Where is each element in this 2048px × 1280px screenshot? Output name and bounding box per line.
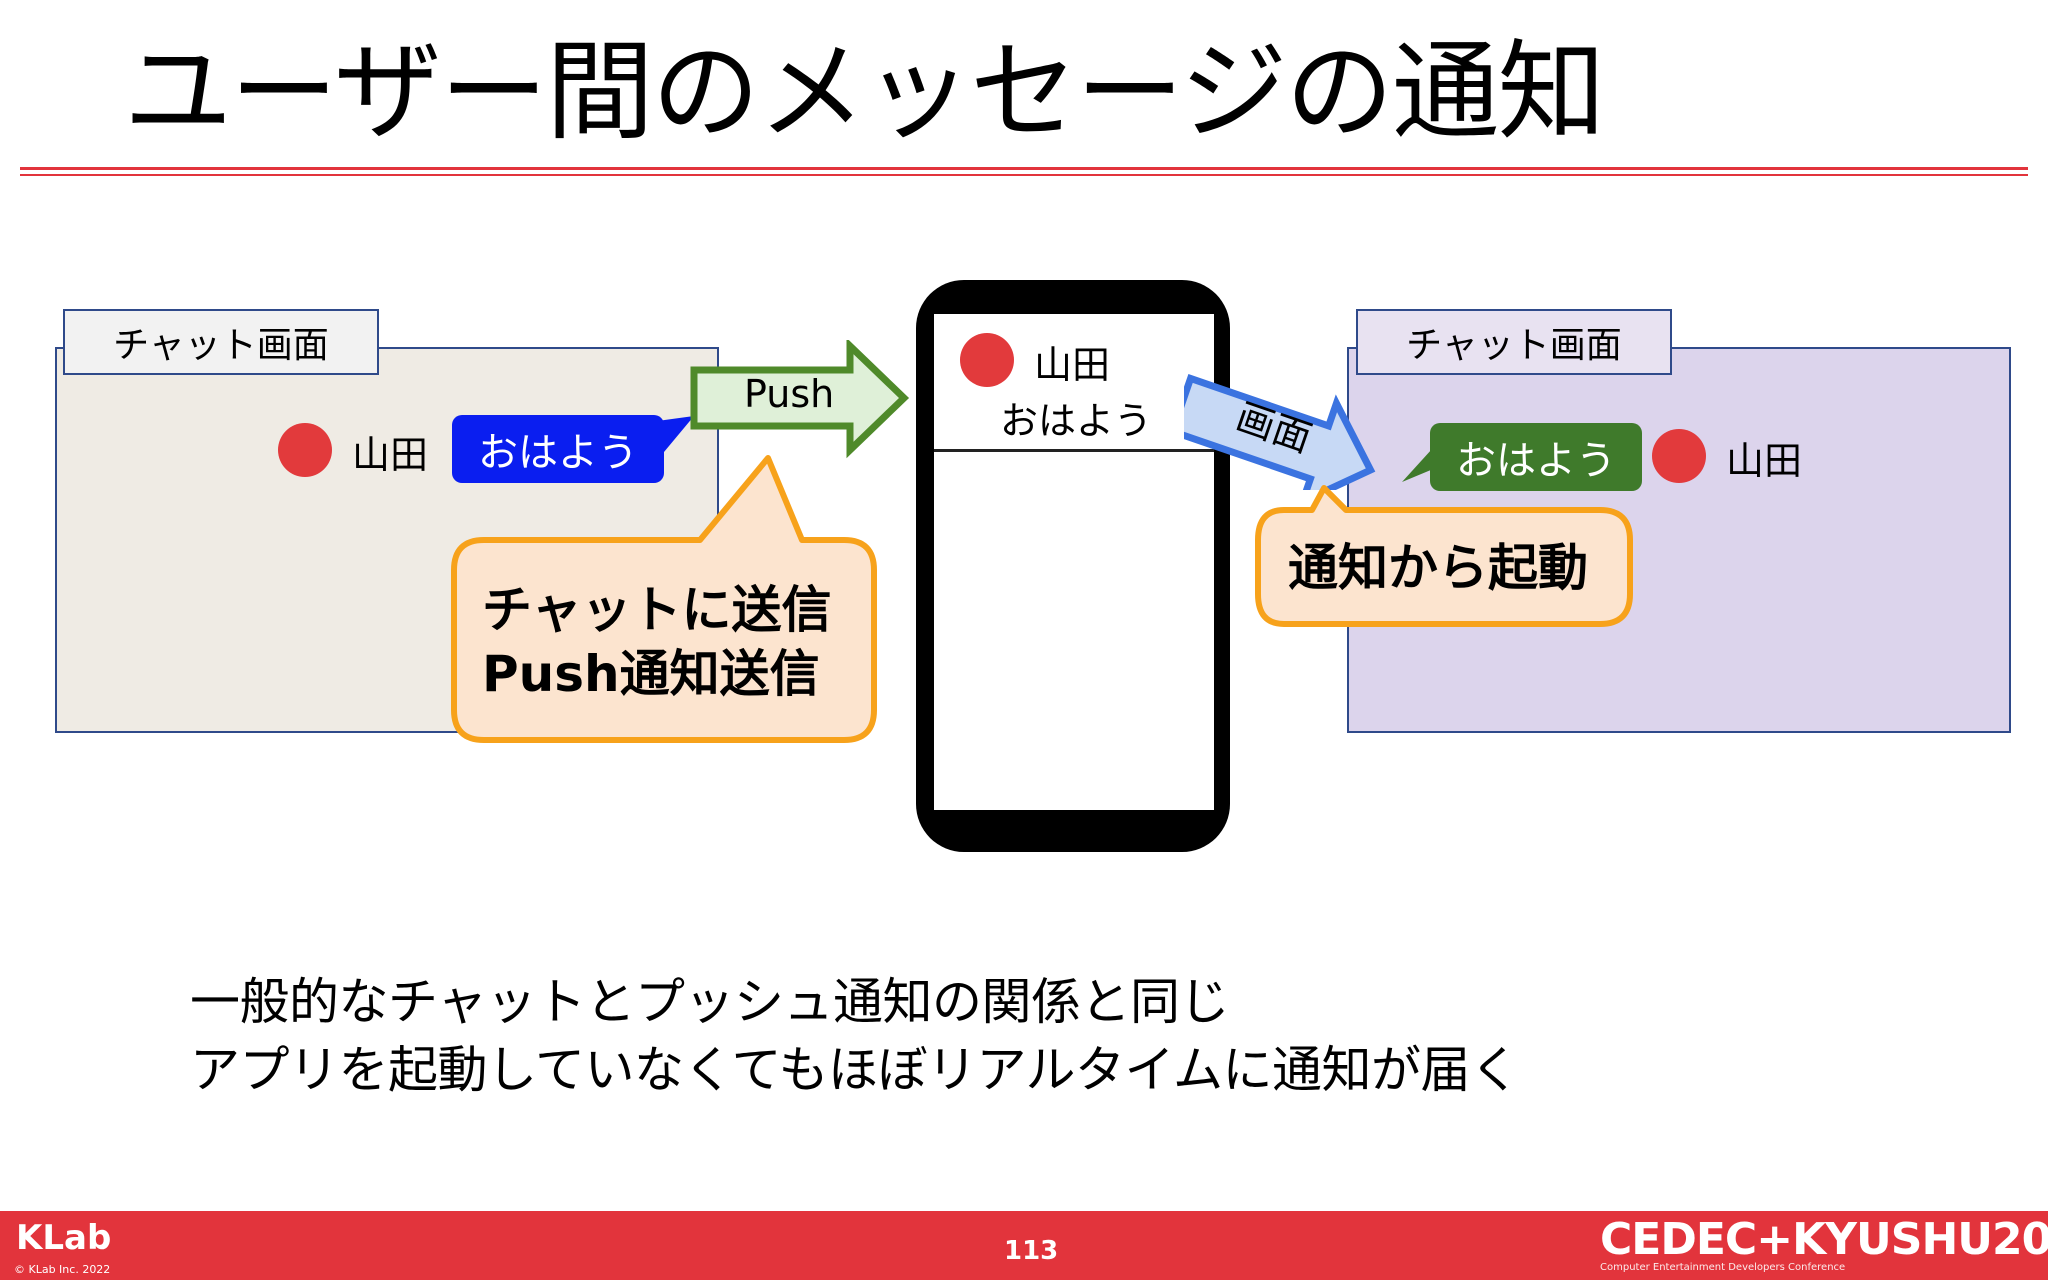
sender-callout-shape <box>451 455 877 743</box>
receiver-callout-text: 通知から起動 <box>1288 539 1588 597</box>
title-rule-bottom <box>20 174 2028 176</box>
receiver-user-name: 山田 <box>1726 439 1803 483</box>
slide-title: ユーザー間のメッセージの通知 <box>124 30 1606 155</box>
body-line-2: アプリを起動していなくてもほぼリアルタイムに通知が届く <box>190 1041 1520 1099</box>
footer-bar <box>0 1211 2048 1280</box>
notification-message: おはよう <box>1000 399 1153 443</box>
sender-avatar-dot <box>278 423 332 477</box>
body-line-1: 一般的なチャットとプッシュ通知の関係と同じ <box>190 973 1230 1031</box>
event-subtitle: Computer Entertainment Developers Confer… <box>1600 1262 1846 1273</box>
receiver-avatar-dot <box>1652 429 1706 483</box>
notification-divider <box>934 449 1214 452</box>
sender-panel-tab: チャット画面 <box>63 309 379 375</box>
push-arrow-label: Push <box>744 372 835 416</box>
notification-user-name: 山田 <box>1034 343 1111 387</box>
sender-callout-line2: Push通知送信 <box>482 645 820 703</box>
smartphone-screen <box>934 314 1214 810</box>
sender-callout-line1: チャットに送信 <box>482 581 832 639</box>
receiver-panel-tab: チャット画面 <box>1356 309 1672 375</box>
sender-message-bubble: おはよう <box>452 415 664 483</box>
copyright-text: © KLab Inc. 2022 <box>14 1263 111 1276</box>
receiver-message-bubble: おはよう <box>1430 423 1642 491</box>
title-rule-top <box>20 167 2028 170</box>
page-number: 113 <box>1004 1236 1059 1266</box>
screen-arrow <box>1184 373 1376 490</box>
klab-logo: KLab <box>16 1218 112 1258</box>
notification-avatar-dot <box>960 333 1014 387</box>
sender-user-name: 山田 <box>352 433 429 477</box>
receiver-callout-shape <box>1255 485 1633 627</box>
cedec-kyushu-logo: CEDEC+KYUSHU2022 <box>1600 1214 2048 1265</box>
push-arrow <box>690 340 910 459</box>
